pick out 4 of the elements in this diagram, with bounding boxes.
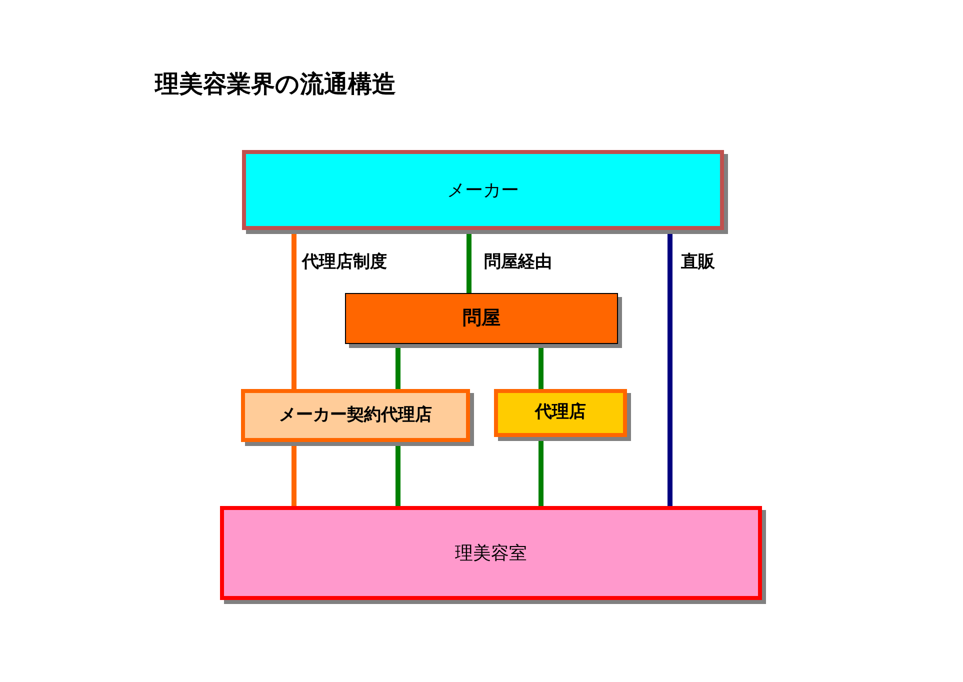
edge-label: 代理店制度 (302, 251, 387, 274)
diagram-title: 理美容業界の流通構造 (155, 69, 396, 100)
edge-label: 直販 (681, 251, 715, 274)
edge-label: 問屋経由 (484, 251, 552, 274)
